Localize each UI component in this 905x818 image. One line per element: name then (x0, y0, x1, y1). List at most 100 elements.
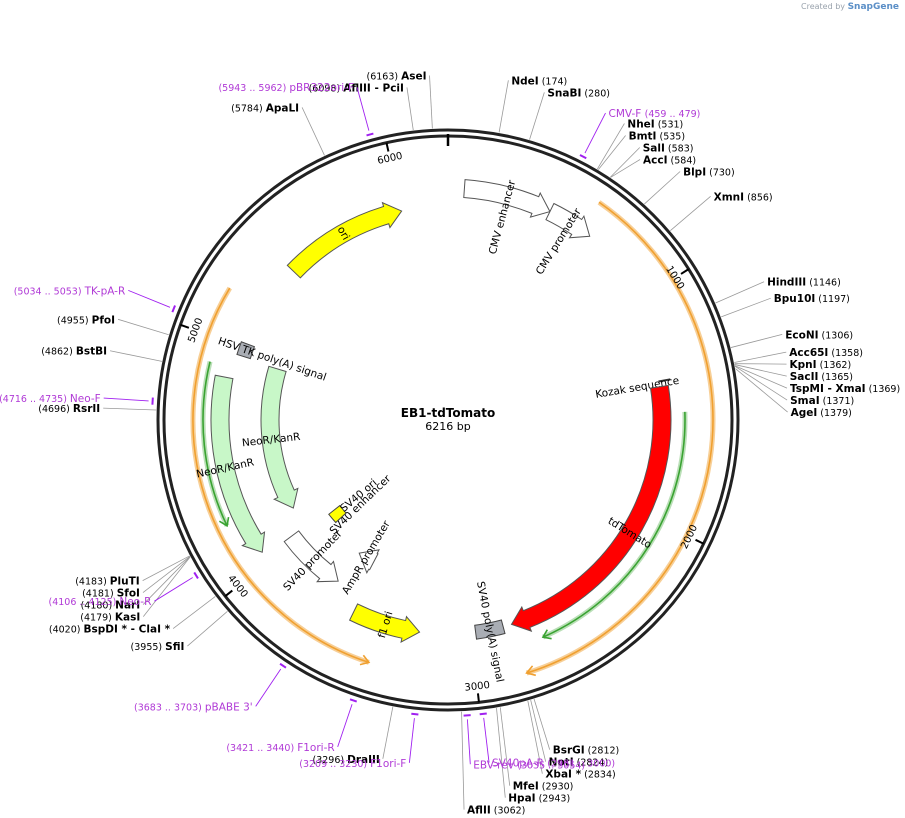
site-hindiii-11-leader (715, 281, 765, 304)
feature-hsv-tk-poly-a-signal-13 (236, 341, 256, 360)
primer-sv40pa-r-9-mark (479, 712, 487, 716)
site-rsrii-33-leader (103, 407, 157, 411)
plasmid-size: 6216 bp (425, 420, 470, 433)
orf-line-2 (542, 411, 686, 638)
site-smai-18-leader (734, 365, 788, 401)
site-agei-19-label: AgeI (1379) (791, 407, 852, 419)
site-draiii-26-leader (382, 706, 394, 759)
site-blpi-9-label: BlpI (730) (683, 167, 735, 179)
primer-f1ori-r-6-mark (349, 698, 358, 703)
site-pfoi-35-label: (4955) PfoI (57, 314, 115, 326)
site-asei-0-leader (429, 75, 433, 129)
primer-pbabe-3-5-mark (279, 662, 287, 669)
site-agei-19-leader (735, 368, 788, 413)
primer-neo-r-4-leader (154, 577, 193, 602)
site-kasi-29-leader (142, 556, 191, 617)
feature-sv40-ori-10 (328, 504, 347, 524)
site-snabi-4-leader (529, 92, 545, 140)
primer-sv40pa-r-9-leader (483, 717, 490, 763)
site-mfei-23-leader (499, 707, 511, 786)
site-sali-7-leader (610, 147, 641, 178)
site-rsrii-33-label: (4696) RsrII (38, 403, 100, 415)
tick-label-3000: 3000 (464, 680, 491, 694)
tick-label-2000: 2000 (679, 523, 700, 551)
orf-line-1 (192, 287, 370, 664)
site-noti-21-label: NotI (2824) (549, 757, 609, 769)
primer-cmv-f-1-leader (584, 112, 606, 154)
site-kasi-29-label: (4179) KasI (80, 612, 140, 624)
snapgene-logo: SnapGene (847, 2, 899, 12)
site-econi-13-leader (730, 334, 783, 348)
site-noti-21-leader (530, 699, 547, 762)
primer-neo-r-4-label: (4106 .. 4125) Neo-R (48, 596, 151, 608)
backbone (156, 128, 740, 712)
site-apali-2-leader (301, 107, 325, 156)
tick-mark-5000 (180, 323, 190, 329)
site-nari-30-leader (142, 556, 191, 605)
site-econi-13-label: EcoNI (1306) (785, 329, 853, 341)
site-layer: (6163) AseI(6098) AflIII - PciI(5784) Ap… (38, 70, 900, 816)
site-nhei-5-leader (596, 123, 625, 170)
feature-f1-ori-6 (348, 603, 421, 644)
primer-tk-pa-r-2-leader (128, 289, 171, 308)
site-mfei-23-label: MfeI (2930) (513, 781, 574, 793)
orf-head-2 (541, 629, 552, 640)
site-kpni-15-label: KpnI (1362) (790, 359, 852, 371)
site-aflii-25-label: AflII (3062) (467, 805, 525, 817)
tick-label-6000: 6000 (376, 151, 403, 167)
site-xbai-22-label: XbaI * (2834) (545, 769, 615, 781)
site-xbai-22-leader (527, 700, 543, 774)
primer-f1ori-r-6-leader (337, 704, 353, 748)
site-bsrgi-20-label: BsrGI (2812) (553, 745, 620, 757)
tick-mark-4000 (224, 589, 233, 597)
feature-ampr-promoter-7-label: AmpR promoter (340, 518, 393, 596)
site-bspdi-clai-28-label: (4020) BspDI * - ClaI * (49, 624, 171, 636)
primer-pbabe-3-5-label: (3683 .. 3703) pBABE 3' (134, 701, 253, 713)
primer-cmv-f-1-label: CMV-F (459 .. 479) (608, 108, 700, 120)
feature-ori-0 (286, 201, 403, 279)
tick-label-5000: 5000 (187, 317, 206, 345)
site-blpi-9-leader (644, 171, 681, 205)
site-sfii-27-label: (3955) SfiI (131, 641, 185, 653)
site-pfoi-35-leader (117, 318, 169, 336)
site-nhei-5-label: NheI (531) (627, 119, 683, 131)
site-hpai-24-label: HpaI (2943) (508, 793, 570, 805)
site-nari-30-label: (4180) NarI (81, 600, 141, 612)
primer-f1ori-f-7-mark (411, 712, 419, 716)
site-acc65i-14-leader (734, 351, 787, 363)
primer-layer: (5943 .. 5962) pBR322ori-F CMV-F (459 .. … (0, 82, 700, 771)
site-ndei-3-leader (498, 80, 509, 133)
tick-mark-1000 (680, 268, 690, 275)
site-sfoi-31-leader (142, 556, 191, 593)
tick-label-1000: 1000 (663, 264, 686, 291)
orf-head-3 (218, 517, 230, 528)
primer-f1ori-f-7-leader (408, 718, 415, 763)
primer-sv40pa-r-9-label: SV40pA-R (2981 .. 3000) (492, 758, 615, 770)
site-sacii-16-leader (734, 364, 787, 377)
feature-neor-kanr-12 (260, 365, 299, 509)
primer-f1ori-f-7-label: (3209 .. 3230) F1ori-F (299, 758, 406, 770)
site-sacii-16-label: SacII (1365) (790, 371, 853, 383)
site-apali-2-label: (5784) ApaLI (231, 102, 299, 114)
feature-sv40-promoter-8 (283, 530, 339, 583)
tick-mark-6000 (385, 142, 390, 152)
primer-pbr322ori-f-0-label: (5943 .. 5962) pBR322ori-F (218, 82, 354, 94)
orf-layer (190, 200, 716, 677)
site-bpu10i-12-label: Bpu10I (1197) (774, 293, 850, 305)
primer-cmv-f-1-mark (579, 154, 587, 160)
primer-tk-pa-r-2-label: (5034 .. 5053) TK-pA-R (14, 285, 126, 297)
site-bsrgi-20-leader (533, 698, 551, 750)
orf-head-1 (359, 654, 371, 666)
orf-line-3 (202, 361, 228, 527)
primer-neo-f-3-leader (103, 397, 149, 402)
site-xmni-10-leader (670, 195, 711, 231)
site-bmti-6-leader (598, 135, 626, 170)
tick-mark-3000 (476, 693, 480, 703)
primer-neo-r-4-mark (193, 571, 199, 579)
site-draiii-26-label: (3296) DraIII (313, 754, 380, 766)
site-xmni-10-label: XmnI (856) (714, 191, 773, 203)
primer-f1ori-r-6-label: (3421 .. 3440) F1ori-R (226, 742, 334, 754)
site-bstbi-34-leader (109, 350, 163, 362)
primer-ebv-rev-8-label: EBV-rev (3035 .. 3054) (473, 759, 585, 771)
